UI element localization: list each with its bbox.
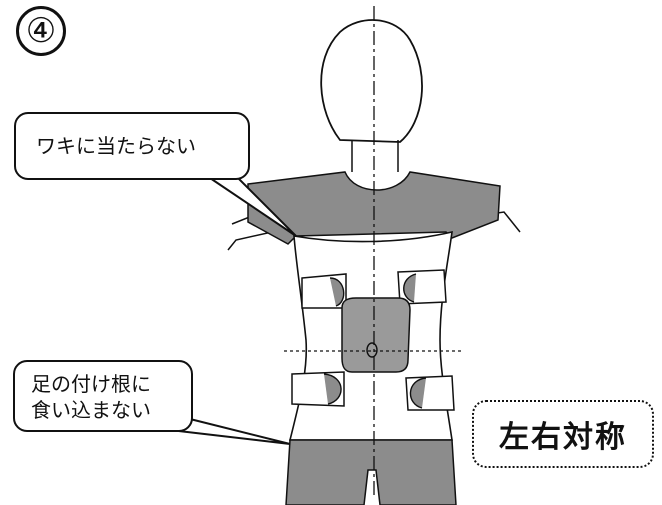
step-number-badge: ④ <box>16 6 66 56</box>
thigh-callout-line2: 食い込まない <box>31 398 151 422</box>
head-outline <box>320 19 423 143</box>
navel-icon <box>366 342 378 358</box>
thigh-callout: 足の付け根に 食い込まない <box>13 360 193 432</box>
armpit-callout-tail <box>209 173 297 237</box>
thigh-callout-line1: 足の付け根に <box>31 372 151 396</box>
center-patch <box>341 297 411 373</box>
upper-left-strap <box>301 273 347 309</box>
symmetric-label: 左右対称 <box>472 400 654 468</box>
armpit-callout: ワキに当たらない <box>14 112 250 180</box>
thigh-callout-tail <box>169 417 291 445</box>
neck <box>351 140 399 172</box>
lower-right-strap <box>405 375 455 411</box>
lower-garment <box>285 439 457 505</box>
upper-right-strap <box>397 269 447 305</box>
lower-left-strap <box>291 371 345 407</box>
